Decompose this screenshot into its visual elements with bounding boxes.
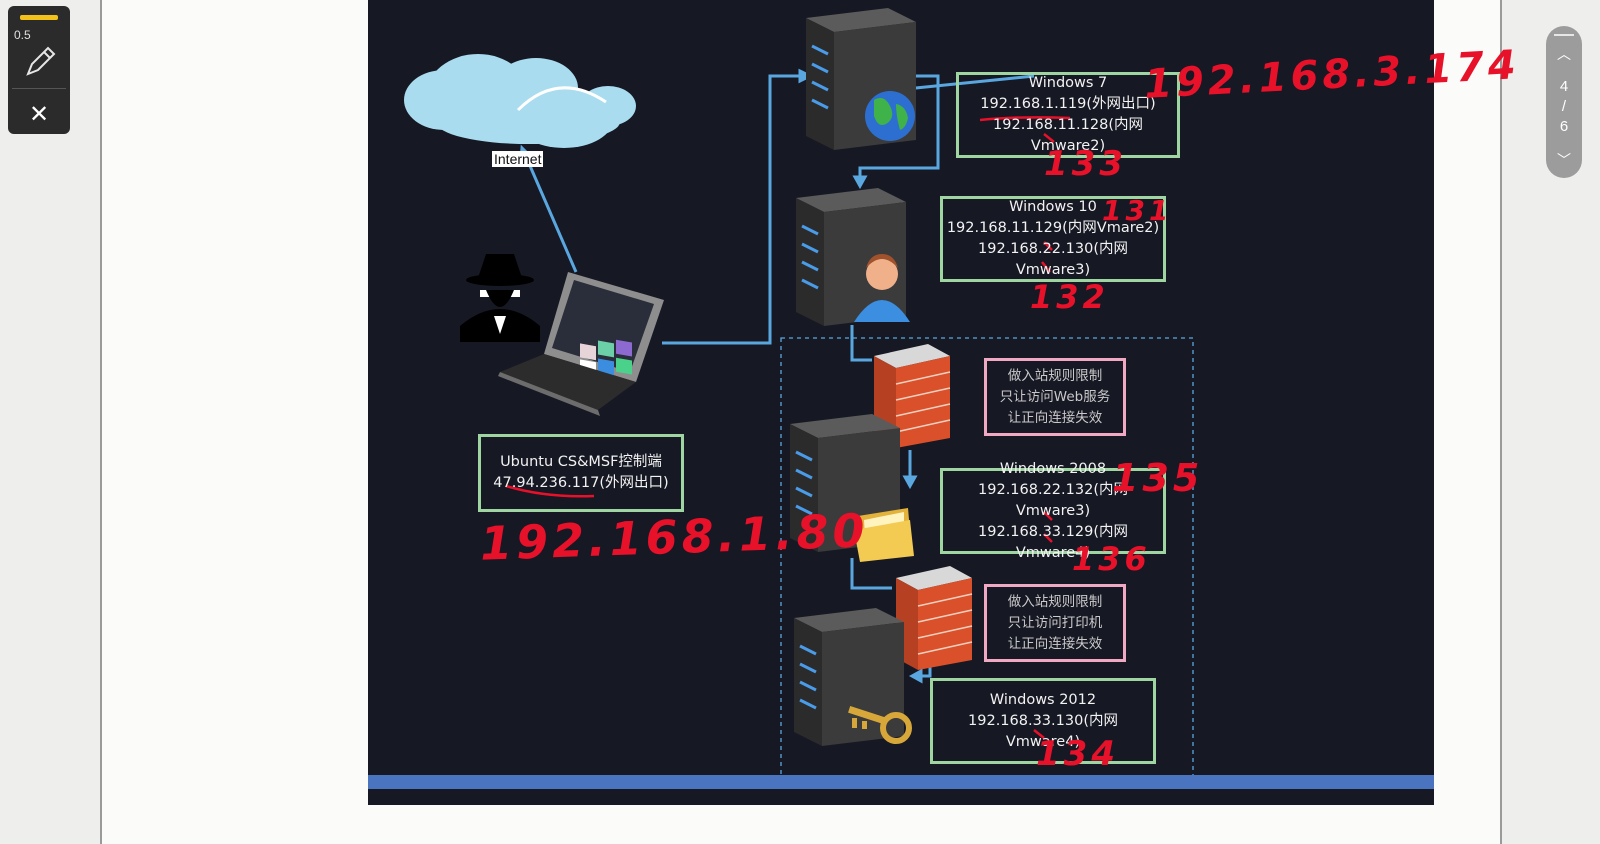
- handwritten-marks: [505, 116, 1071, 739]
- node-ip: 192.168.11.128(内网Vmware2): [993, 117, 1143, 154]
- node-title: Ubuntu CS&MSF控制端: [500, 454, 662, 470]
- chevron-up-icon[interactable]: ︿: [1557, 46, 1571, 62]
- windows-2012-node: Windows 2012 192.168.33.130(内网Vmware4): [930, 678, 1156, 764]
- slide-bottom-bar: [368, 775, 1434, 789]
- user-icon: [854, 254, 910, 322]
- windows-2008-node: Windows 2008 192.168.22.132(内网Vmware3) 1…: [940, 461, 1166, 561]
- rule-line: 只让访问Web服务: [999, 388, 1111, 405]
- firewall-rule-2: 做入站规则限制 只让访问打印机 让正向连接失效: [984, 584, 1126, 662]
- win2012-server-icon: [794, 608, 904, 746]
- node-ip: 192.168.11.129(内网Vmare2): [946, 220, 1160, 236]
- ubuntu-node: Ubuntu CS&MSF控制端 47.94.236.117(外网出口): [478, 434, 684, 512]
- page-navigator: ︿ 4 / 6 ﹀: [1546, 26, 1582, 178]
- annotation-win10-host-b: 132: [1030, 278, 1109, 316]
- windows-7-node: Windows 7 192.168.1.119(外网出口) 192.168.11…: [956, 72, 1180, 158]
- current-page: 4: [1559, 78, 1569, 95]
- pen-size-label: 0.5: [14, 28, 31, 42]
- network-diagram-slide: Internet Windows 7 192.168.1.119(外网出口) 1…: [368, 0, 1521, 805]
- annotation-win2012-host: 134: [1036, 734, 1119, 774]
- internet-label: Internet: [492, 151, 544, 167]
- chevron-down-icon[interactable]: ﹀: [1557, 152, 1571, 168]
- node-title: Windows 10: [1009, 199, 1097, 215]
- toolbar-divider: [12, 88, 66, 89]
- node-ip: 47.94.236.117(外网出口): [493, 475, 669, 491]
- close-icon[interactable]: ✕: [28, 101, 50, 128]
- node-title: Windows 2008: [999, 460, 1107, 477]
- node-ip: 192.168.22.132(内网Vmware3): [978, 481, 1128, 519]
- node-ip: 192.168.1.119(外网出口): [980, 96, 1156, 112]
- globe-icon: [865, 91, 915, 141]
- laptop-icon: [498, 272, 664, 416]
- firewall-2-icon: [896, 566, 973, 670]
- annotation-win10-host-a: 131: [1102, 194, 1173, 227]
- page-separator: /: [1561, 98, 1567, 115]
- total-pages: 6: [1559, 118, 1569, 135]
- node-ip: 192.168.33.129(内网Vmware4): [978, 523, 1128, 561]
- win10-server-icon: [796, 188, 906, 326]
- windows-10-node: Windows 10 192.168.11.129(内网Vmare2) 192.…: [940, 196, 1166, 282]
- rule-line: 只让访问打印机: [1007, 614, 1103, 631]
- key-icon: [848, 706, 912, 744]
- node-ip: 192.168.22.130(内网Vmware3): [978, 241, 1128, 278]
- annotation-win2008-host-b: 136: [1072, 540, 1151, 578]
- node-ip: 192.168.33.130(内网Vmware4): [968, 712, 1118, 750]
- drag-handle[interactable]: [1554, 34, 1574, 36]
- internet-cloud-icon: [404, 54, 636, 148]
- annotation-win7-host: 133: [1044, 144, 1127, 184]
- node-title: Windows 7: [1028, 75, 1108, 91]
- rule-line: 做入站规则限制: [1007, 593, 1103, 610]
- diagram-graphics: [404, 8, 1194, 777]
- rule-line: 做入站规则限制: [1007, 367, 1103, 384]
- pen-color-swatch[interactable]: [20, 15, 58, 20]
- pen-toolbar: 0.5 ✕: [8, 6, 70, 134]
- node-title: Windows 2012: [989, 691, 1097, 708]
- document-page: Internet Windows 7 192.168.1.119(外网出口) 1…: [100, 0, 1521, 844]
- pen-icon[interactable]: [22, 46, 56, 80]
- rule-line: 让正向连接失效: [1007, 409, 1103, 426]
- annotation-win2008-host-a: 135: [1112, 456, 1204, 500]
- win7-server-icon: [806, 8, 916, 150]
- rule-line: 让正向连接失效: [1007, 635, 1103, 652]
- hacker-icon: [460, 254, 540, 342]
- folder-icon: [854, 508, 914, 562]
- firewall-rule-1: 做入站规则限制 只让访问Web服务 让正向连接失效: [984, 358, 1126, 436]
